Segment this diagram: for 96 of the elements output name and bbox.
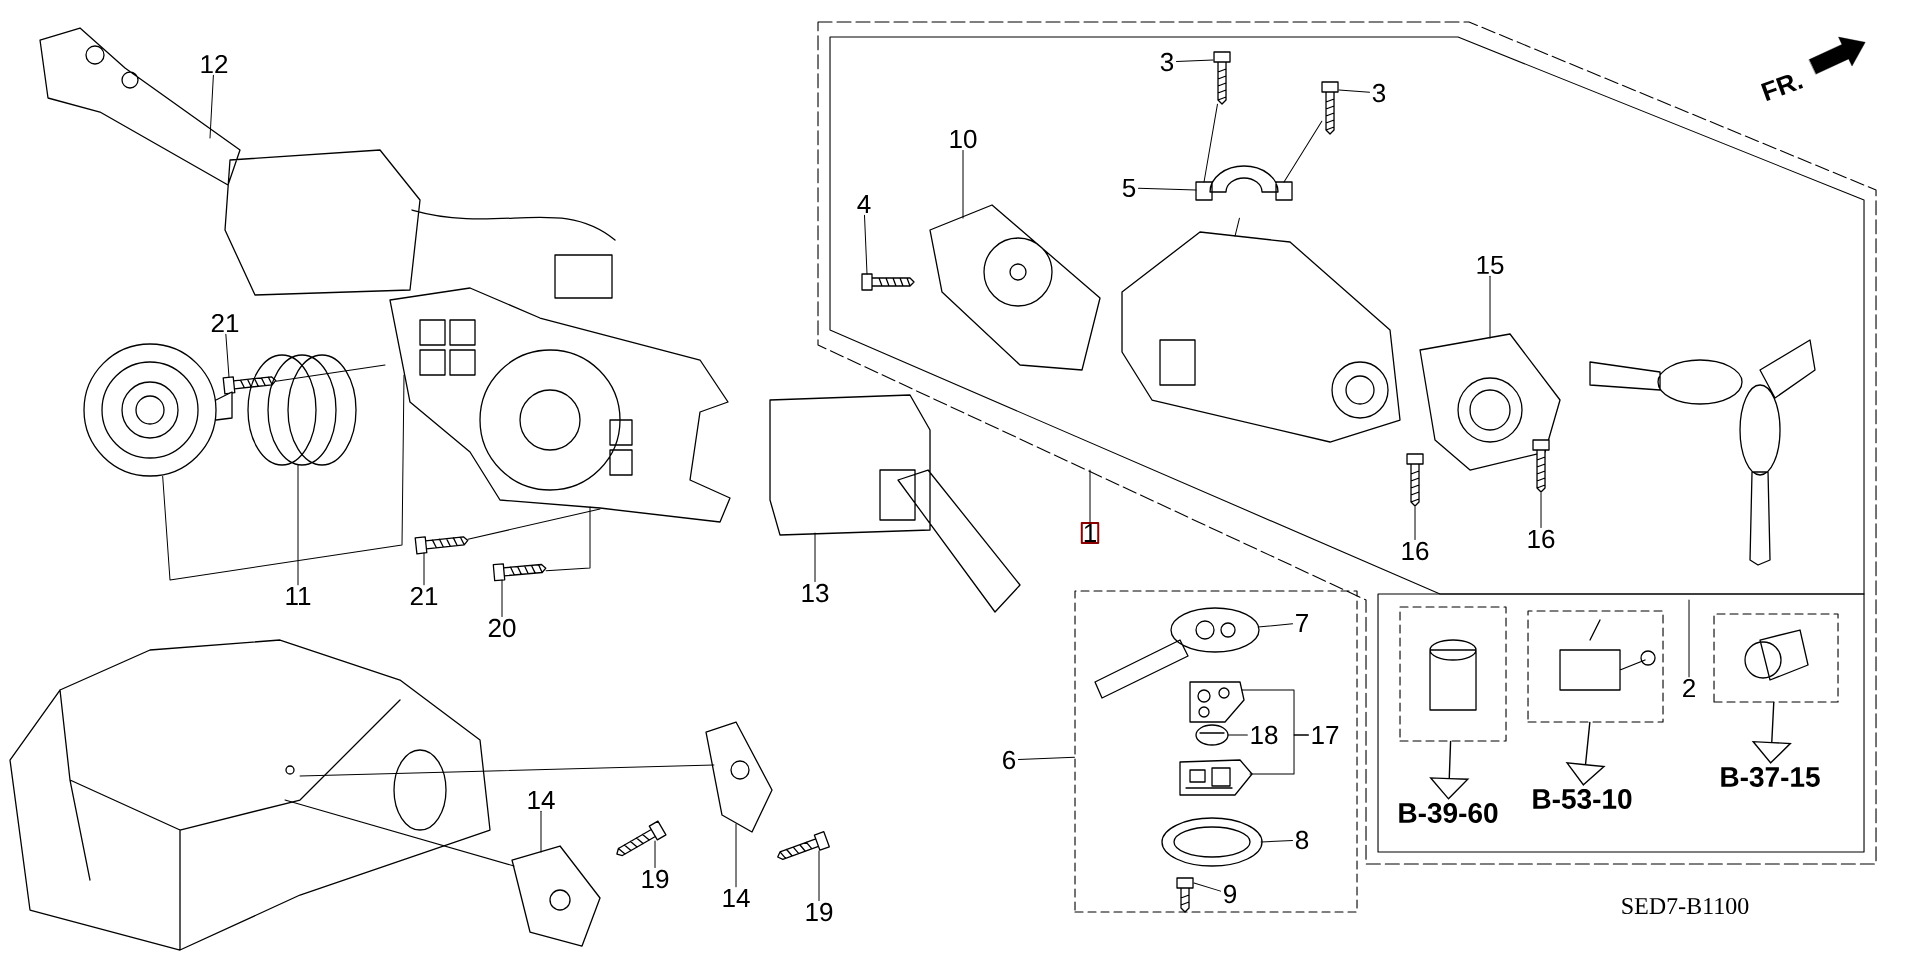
page-reference: B-37-15 [1721, 767, 1820, 787]
leader-line [1137, 187, 1197, 191]
leader-line [962, 149, 964, 219]
door-lock-drawing [511, 845, 601, 947]
leader-line [1089, 469, 1091, 523]
leader-line [1203, 103, 1218, 183]
callout-number: 15 [1477, 255, 1504, 275]
leader-line [864, 214, 868, 275]
screw-drawing [861, 273, 915, 291]
callout-number: 14 [528, 791, 555, 809]
callout-number: 3 [1372, 83, 1386, 103]
ignition-switch-drawing [929, 204, 1101, 371]
leader-line [1260, 839, 1294, 843]
leader-line [299, 764, 715, 777]
callout-number: 8 [1295, 830, 1309, 850]
page-reference: B-39-60 [1399, 803, 1498, 823]
callout-number: 14 [723, 889, 750, 907]
callout-number: 19 [806, 902, 833, 922]
dashed-box [1074, 590, 1358, 913]
dashed-box [1399, 606, 1507, 742]
screw-drawing [1321, 81, 1339, 135]
key-case-drawing [1161, 817, 1263, 867]
callout-number: 21 [211, 313, 239, 333]
screw-drawing [222, 376, 277, 395]
leader-line [1540, 492, 1542, 529]
leader-line [814, 532, 816, 583]
callout-number: 20 [488, 618, 516, 638]
leader-line [225, 333, 230, 378]
leader-line [818, 850, 820, 902]
direction-label: FR. [1760, 75, 1804, 101]
screw-drawing [1213, 51, 1231, 105]
cable-reel-drawing [83, 343, 233, 477]
switch-housing-drawing [389, 287, 731, 523]
cover-drawing [1419, 333, 1561, 471]
callout-number: 10 [950, 129, 977, 149]
callout-number: 16 [1402, 541, 1429, 561]
leader-line [545, 506, 591, 572]
callout-number: 11 [286, 587, 311, 605]
leader-line [1688, 599, 1690, 678]
screw-drawing [1406, 453, 1424, 507]
callout-number: 4 [857, 195, 871, 213]
callout-number: 19 [642, 869, 669, 889]
leader-line [1234, 217, 1240, 237]
callout-number: 16 [1528, 529, 1555, 549]
callout-number: 3 [1160, 52, 1174, 72]
dashed-box [1713, 613, 1839, 703]
circuit-board-drawing [1179, 759, 1253, 796]
screw-drawing [414, 536, 469, 555]
leader-line [1338, 89, 1371, 93]
steering-lock-drawing [1121, 231, 1401, 443]
callout-number: 7 [1296, 614, 1308, 632]
page-reference: B-53-10 [1533, 789, 1632, 809]
leader-line [209, 74, 214, 139]
lever-switch-drawing [39, 27, 616, 299]
door-lock-drawing [705, 721, 773, 833]
leader-line [162, 374, 405, 581]
callout-number: 18 [1251, 725, 1278, 745]
leader-line [467, 508, 601, 540]
screw-drawing [1176, 877, 1194, 913]
screw-drawing [1532, 439, 1550, 493]
leader-line [1227, 734, 1248, 736]
clamp-drawing [1195, 165, 1293, 201]
leader-line [1249, 734, 1309, 775]
leader-line [1489, 275, 1491, 339]
leader-line [1193, 882, 1222, 892]
leader-line [540, 810, 542, 853]
callout-number: 5 [1122, 178, 1136, 198]
leader-line [1414, 506, 1416, 541]
leader-line [1283, 120, 1323, 183]
leader-line [501, 579, 503, 618]
remote-key-drawing [1094, 607, 1260, 699]
drawing-number: SED7-B1100 [1622, 897, 1749, 915]
leader-line [284, 799, 515, 867]
callout-number: 17 [1312, 726, 1339, 744]
screw-drawing [777, 831, 830, 861]
leader-line [1017, 756, 1075, 761]
callout-number: 9 [1224, 884, 1236, 904]
car-drawing [9, 639, 491, 951]
dashed-box [1527, 610, 1664, 723]
leader-line [735, 823, 737, 888]
callout-number: 6 [1003, 750, 1016, 770]
leader-line [654, 840, 656, 869]
leader-line [297, 464, 299, 586]
screw-drawing [616, 820, 667, 857]
leader-line [1257, 623, 1294, 628]
lever-switch-drawing [769, 394, 1021, 613]
callout-number: 1 [1080, 522, 1100, 544]
battery-drawing [1195, 724, 1229, 746]
callout-number: 2 [1683, 678, 1695, 698]
leader-line [275, 364, 386, 382]
spring-drawing [247, 354, 357, 466]
callout-number: 21 [410, 586, 438, 606]
screw-drawing [492, 563, 547, 582]
button-pad-drawing [1189, 681, 1245, 723]
leader-line [423, 552, 425, 586]
leader-line [1175, 59, 1214, 63]
